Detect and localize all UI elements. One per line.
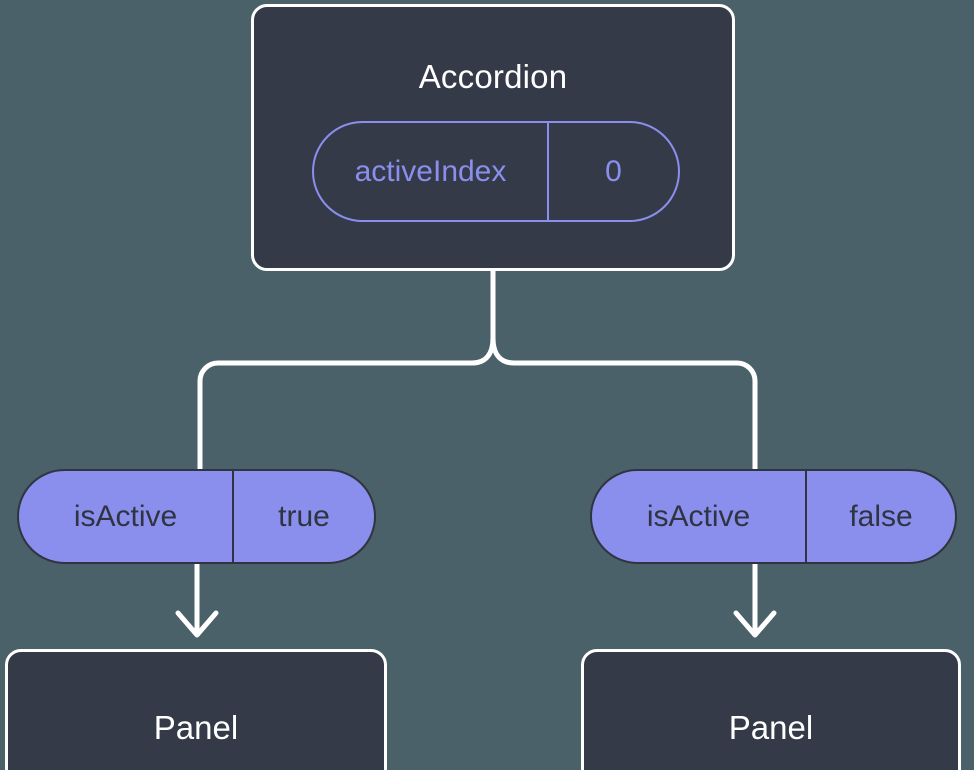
prop-pill-key: isActive (646, 499, 751, 533)
prop-pill-value: false (805, 471, 955, 562)
node-accordion-title: Accordion (418, 58, 568, 95)
arrowhead-right-icon (733, 610, 777, 638)
state-pill-key: activeIndex (354, 154, 507, 188)
connector-fork-right (490, 337, 758, 473)
node-panel-right-title: Panel (728, 708, 814, 746)
state-pill-value: 0 (547, 123, 678, 220)
prop-pill-is-active-true[interactable]: isActive true (17, 469, 376, 564)
node-panel-right[interactable]: Panel (581, 649, 961, 770)
node-panel-left-title: Panel (153, 708, 239, 746)
prop-pill-is-active-false[interactable]: isActive false (590, 469, 957, 564)
node-accordion[interactable]: Accordion activeIndex 0 (251, 4, 735, 271)
state-pill-active-index[interactable]: activeIndex 0 (312, 121, 680, 222)
connector-fork-left (197, 337, 496, 473)
node-panel-left[interactable]: Panel (5, 649, 387, 770)
arrowhead-left-icon (175, 610, 219, 638)
prop-pill-value: true (232, 471, 374, 562)
prop-pill-key: isActive (73, 499, 178, 533)
